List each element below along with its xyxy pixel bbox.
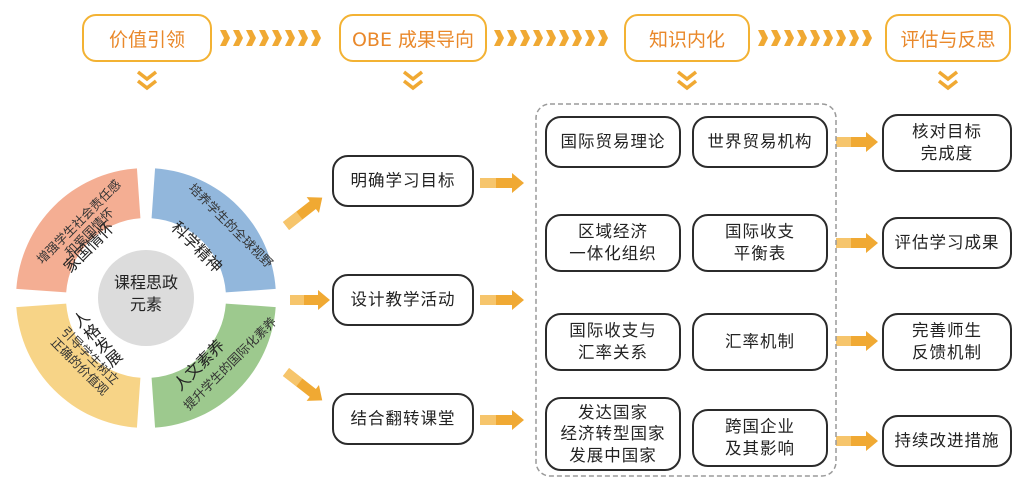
chevron-segment — [272, 30, 282, 46]
stage-obe-outcome: OBE 成果导向 — [339, 14, 487, 62]
arrow-objectives-to-knowledge — [480, 173, 524, 193]
chevron-segment — [585, 30, 595, 46]
chevron-segment — [246, 30, 256, 46]
topic-world-trade-organization: 世界贸易机构 — [692, 116, 828, 168]
wheel-center-label: 课程思政 元素 — [113, 273, 178, 314]
arrow-activities-to-knowledge — [480, 290, 524, 310]
down-chevron — [676, 79, 698, 91]
step-design-activities: 设计教学活动 — [332, 274, 474, 326]
down-chevron — [402, 70, 424, 82]
block-arrow-fade — [480, 178, 496, 188]
down-chevron — [136, 70, 158, 82]
connector-arrows — [136, 30, 959, 451]
header-arrow-1 — [220, 30, 321, 46]
chevron-segment — [572, 30, 582, 46]
header-arrow-2 — [494, 30, 608, 46]
topic-international-trade-theory: 国际贸易理论 — [545, 116, 681, 168]
down-arrow-obe — [402, 70, 424, 91]
block-arrow-fade — [836, 336, 851, 346]
arrow-to-eval-2 — [836, 233, 878, 253]
topic-regional-economic-integration: 区域经济 一体化组织 — [545, 214, 681, 272]
wheel-segment-personality — [16, 303, 141, 428]
stage-evaluation-reflection: 评估与反思 — [885, 14, 1011, 62]
block-arrow-fade — [480, 415, 496, 425]
topic-multinational-enterprises: 跨国企业 及其影响 — [692, 409, 828, 467]
eval-improve-feedback: 完善师生 反馈机制 — [882, 313, 1012, 371]
eval-assess-learning-outcomes: 评估学习成果 — [882, 217, 1012, 269]
chevron-segment — [546, 30, 556, 46]
topic-exchange-rate-mechanism: 汇率机制 — [692, 313, 828, 371]
block-arrow-fade — [480, 295, 496, 305]
knowledge-group-frame — [535, 103, 837, 477]
wheel-segment-science — [151, 168, 276, 293]
topic-bop-exchange-rate: 国际收支与 汇率关系 — [545, 313, 681, 371]
chevron-segment — [311, 30, 321, 46]
chevron-segment — [784, 30, 794, 46]
stage-value-guidance: 价值引领 — [82, 14, 212, 62]
ideology-wheel — [16, 168, 276, 428]
wheel-segment-patriotism — [16, 168, 141, 293]
down-chevron — [937, 70, 959, 82]
chevron-segment — [259, 30, 269, 46]
chevron-segment — [494, 30, 504, 46]
eval-check-goal-completion: 核对目标 完成度 — [882, 114, 1012, 172]
down-chevron — [937, 79, 959, 91]
chevron-segment — [598, 30, 608, 46]
stage-knowledge-internalization: 知识内化 — [624, 14, 750, 62]
chevron-segment — [810, 30, 820, 46]
block-arrow-fade — [836, 436, 851, 446]
arrow-to-eval-3 — [836, 331, 878, 351]
chevron-segment — [823, 30, 833, 46]
topic-balance-of-payments: 国际收支 平衡表 — [692, 214, 828, 272]
topic-country-types: 发达国家 经济转型国家 发展中国家 — [545, 397, 681, 471]
chevron-segment — [285, 30, 295, 46]
chevron-segment — [849, 30, 859, 46]
down-chevron — [676, 70, 698, 82]
wheel-core-circle — [98, 250, 194, 346]
step-define-objectives: 明确学习目标 — [332, 155, 474, 207]
down-chevron — [136, 79, 158, 91]
block-arrow-fade — [836, 238, 851, 248]
down-arrow-evaluation — [937, 70, 959, 91]
chevron-segment — [233, 30, 243, 46]
down-arrow-value — [136, 70, 158, 91]
arrow-flipped-to-knowledge — [480, 410, 524, 430]
block-arrow-fade — [282, 211, 303, 230]
block-arrow-fade — [282, 368, 303, 387]
chevron-segment — [758, 30, 768, 46]
chevron-segment — [507, 30, 517, 46]
chevron-segment — [533, 30, 543, 46]
wheel-segment-humanities — [151, 303, 276, 428]
chevron-segment — [862, 30, 872, 46]
arrow-wheel-to-flipped — [282, 368, 323, 401]
chevron-segment — [220, 30, 230, 46]
down-chevron — [402, 79, 424, 91]
step-flipped-classroom: 结合翻转课堂 — [332, 393, 474, 445]
chevron-segment — [797, 30, 807, 46]
chevron-segment — [559, 30, 569, 46]
block-arrow-fade — [836, 137, 851, 147]
arrow-wheel-to-activities — [290, 290, 330, 310]
header-arrow-3 — [758, 30, 872, 46]
arrow-wheel-to-objectives — [282, 197, 323, 230]
eval-continuous-improvement: 持续改进措施 — [882, 415, 1012, 467]
down-arrow-knowledge — [676, 70, 698, 91]
chevron-segment — [836, 30, 846, 46]
chevron-segment — [771, 30, 781, 46]
block-arrow-fade — [290, 295, 304, 305]
arrow-to-eval-1 — [836, 132, 878, 152]
chevron-segment — [520, 30, 530, 46]
chevron-segment — [298, 30, 308, 46]
arrow-to-eval-4 — [836, 431, 878, 451]
